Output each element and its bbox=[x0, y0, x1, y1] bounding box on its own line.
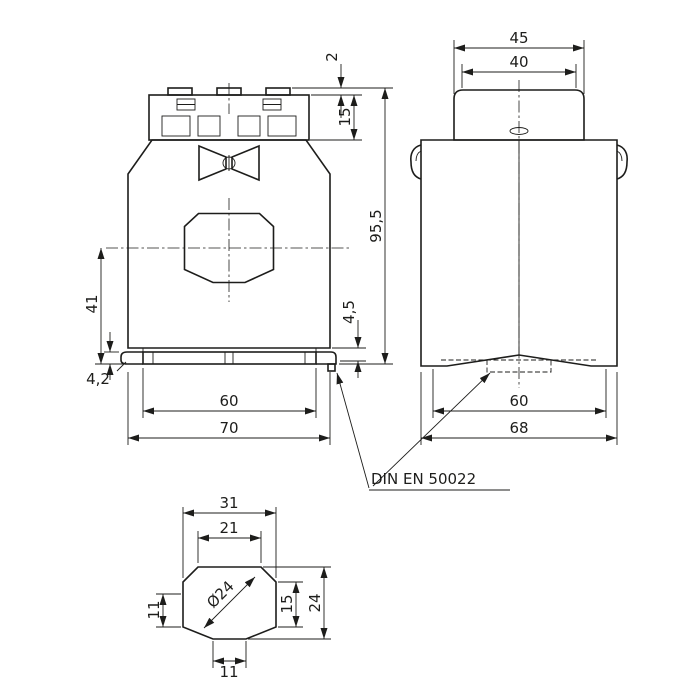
front-window-opening bbox=[183, 212, 275, 284]
din-label: DIN EN 50022 bbox=[371, 470, 476, 488]
leader-line bbox=[336, 372, 370, 489]
side-body-outline bbox=[420, 139, 618, 367]
dim-text-15: 15 bbox=[336, 107, 354, 126]
dim-text-70: 70 bbox=[219, 419, 238, 437]
front-clamp-right-wing bbox=[231, 144, 260, 182]
front-foot-spring-tick bbox=[116, 361, 127, 372]
dim-text-60-side: 60 bbox=[509, 392, 528, 410]
dim-text-45: 45 bbox=[509, 29, 528, 47]
side-cap-outline bbox=[453, 89, 585, 141]
side-view bbox=[410, 80, 628, 388]
front-foot-right-hook bbox=[316, 351, 337, 365]
dim-text-dia24: Ø24 bbox=[203, 577, 238, 612]
front-clamp-left-wing bbox=[198, 144, 227, 182]
front-foot-left-hook bbox=[120, 351, 143, 365]
leader-line bbox=[372, 372, 491, 487]
front-terminal-window bbox=[161, 115, 191, 137]
dim-text-4-2: 4,2 bbox=[86, 370, 110, 388]
front-terminal-window bbox=[237, 115, 261, 137]
din-note: DIN EN 50022 bbox=[336, 372, 510, 491]
side-dimensions: 45 40 60 68 bbox=[420, 29, 618, 445]
detail-window-outline bbox=[182, 566, 277, 640]
front-foot-stop bbox=[327, 363, 336, 372]
dim-text-68: 68 bbox=[509, 419, 528, 437]
detail-view: Ø24 bbox=[182, 566, 277, 640]
dim-text-41: 41 bbox=[83, 294, 101, 313]
dim-text-2: 2 bbox=[323, 52, 341, 62]
side-left-ear bbox=[410, 144, 422, 180]
side-right-ear bbox=[616, 144, 628, 180]
dim-text-11-bottom: 11 bbox=[219, 663, 238, 681]
dim-text-60-front: 60 bbox=[219, 392, 238, 410]
dim-text-15-detail: 15 bbox=[278, 594, 296, 613]
front-dimensions: 2 15 95,5 4,5 41 4,2 60 70 bbox=[83, 52, 393, 445]
dim-text-4-5: 4,5 bbox=[340, 300, 358, 324]
dim-text-40: 40 bbox=[509, 53, 528, 71]
front-view bbox=[106, 83, 352, 372]
diameter-line bbox=[203, 576, 256, 629]
detail-dimensions: 31 21 15 24 11 11 bbox=[145, 494, 331, 681]
front-terminal-window bbox=[197, 115, 221, 137]
side-right-ear-detail bbox=[616, 150, 623, 162]
dim-text-31: 31 bbox=[219, 494, 238, 512]
front-cover-tab bbox=[265, 87, 291, 96]
front-cover-tab bbox=[167, 87, 193, 96]
dim-text-21: 21 bbox=[219, 519, 238, 537]
side-left-ear-detail bbox=[415, 150, 422, 162]
dim-text-11-left: 11 bbox=[145, 600, 163, 619]
front-terminal-window bbox=[267, 115, 297, 137]
front-foot-bar bbox=[142, 351, 317, 365]
dim-text-24: 24 bbox=[306, 593, 324, 612]
dim-text-95-5: 95,5 bbox=[367, 209, 385, 242]
front-terminal-cover bbox=[148, 94, 310, 141]
